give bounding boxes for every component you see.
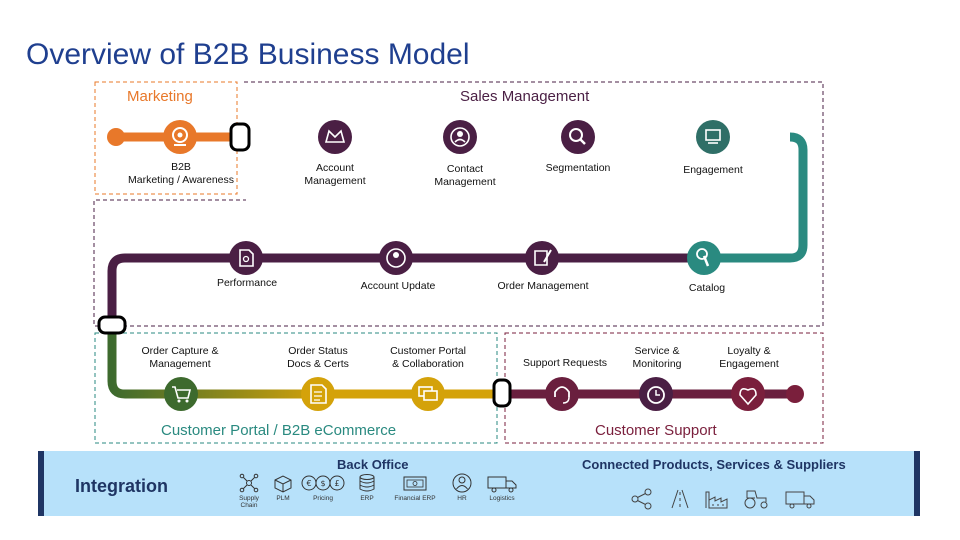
label-order-status: Order Status Docs & Certs: [287, 345, 349, 370]
label-b2b-marketing: B2B Marketing / Awareness: [127, 161, 235, 186]
node-performance: [229, 241, 263, 275]
tool-supply-chain: Supply Chain: [232, 472, 266, 509]
label-account-management: Account Management: [304, 162, 366, 187]
end-dot: [786, 385, 804, 403]
tool-label: PLM: [276, 495, 290, 502]
integration-bar-left-edge: [38, 451, 44, 516]
tool-label: Logistics: [489, 495, 515, 502]
tool-hr: HR: [448, 472, 476, 502]
node-engagement: [696, 120, 730, 154]
section-sales: Sales Management: [460, 88, 590, 105]
tool-label: HR: [457, 495, 467, 502]
connector-marketing-sales: [229, 122, 251, 152]
connector-portal-support: [492, 378, 512, 408]
tool-logistics: Logistics: [482, 472, 522, 502]
financial-erp-icon: [403, 476, 427, 491]
road-icon: [671, 489, 689, 509]
tool-plm: PLM: [268, 472, 298, 502]
svg-text:€: €: [306, 479, 311, 488]
node-loyalty: [731, 377, 765, 411]
node-b2b-marketing: [163, 120, 197, 154]
label-performance: Performance: [216, 277, 278, 289]
node-customer-portal: [411, 377, 445, 411]
start-dot: [107, 128, 125, 146]
svg-text:£: £: [334, 479, 339, 488]
integration-label: Integration: [75, 476, 168, 496]
label-segmentation: Segmentation: [545, 162, 611, 174]
plm-icon: [274, 475, 292, 493]
connected-title: Connected Products, Services & Suppliers: [582, 457, 846, 472]
label-account-update: Account Update: [360, 280, 436, 292]
factory-icon: [705, 491, 728, 509]
sales-frame: [93, 81, 824, 327]
truck-icon: [785, 491, 815, 509]
section-marketing: Marketing: [127, 88, 193, 105]
section-support: Customer Support: [595, 422, 717, 439]
label-order-management: Order Management: [497, 280, 589, 292]
node-support-requests: [545, 377, 579, 411]
label-engagement: Engagement: [683, 164, 743, 176]
back-office-title: Back Office: [337, 457, 409, 472]
label-catalog: Catalog: [688, 282, 726, 294]
tool-pricing: € $ £ Pricing: [298, 472, 348, 502]
label-service-monitoring: Service & Monitoring: [632, 345, 682, 370]
node-catalog: [687, 241, 721, 275]
integration-bar: [38, 451, 920, 516]
share-icon: [631, 488, 652, 510]
integration-bar-right-edge: [914, 451, 920, 516]
tool-label: ERP: [360, 495, 374, 502]
node-order-management: [525, 241, 559, 275]
node-segmentation: [561, 120, 595, 154]
tool-label: Financial ERP: [394, 495, 436, 502]
node-account-update: [379, 241, 413, 275]
node-contact-management: [443, 120, 477, 154]
label-support-requests: Support Requests: [522, 357, 608, 369]
node-account-management: [318, 120, 352, 154]
node-order-status: [301, 377, 335, 411]
node-order-capture: [164, 377, 198, 411]
label-contact-management: Contact Management: [434, 163, 496, 188]
supply-chain-icon: [239, 473, 259, 493]
label-order-capture: Order Capture & Management: [141, 345, 219, 370]
logistics-icon: [487, 476, 517, 493]
track-portal: [107, 325, 500, 399]
tool-erp: ERP: [352, 472, 382, 502]
tool-financial-erp: Financial ERP: [392, 472, 438, 502]
process-diagram: [93, 81, 824, 444]
tractor-icon: [744, 490, 768, 509]
label-loyalty: Loyalty & Engagement: [719, 345, 779, 370]
label-customer-portal: Customer Portal & Collaboration: [390, 345, 466, 370]
pricing-icon: € $ £: [301, 475, 345, 491]
erp-icon: [359, 474, 375, 492]
hr-icon: [452, 473, 472, 493]
section-portal: Customer Portal / B2B eCommerce: [161, 422, 397, 439]
tool-label: Supply Chain: [239, 495, 259, 509]
connector-sales-portal: [97, 315, 127, 335]
svg-text:$: $: [320, 479, 325, 488]
node-service-monitoring: [639, 377, 673, 411]
track-sales-right: [720, 132, 808, 263]
tool-label: Pricing: [313, 495, 333, 502]
track-sales-middle: [107, 253, 720, 325]
page-title: Overview of B2B Business Model: [26, 38, 470, 71]
